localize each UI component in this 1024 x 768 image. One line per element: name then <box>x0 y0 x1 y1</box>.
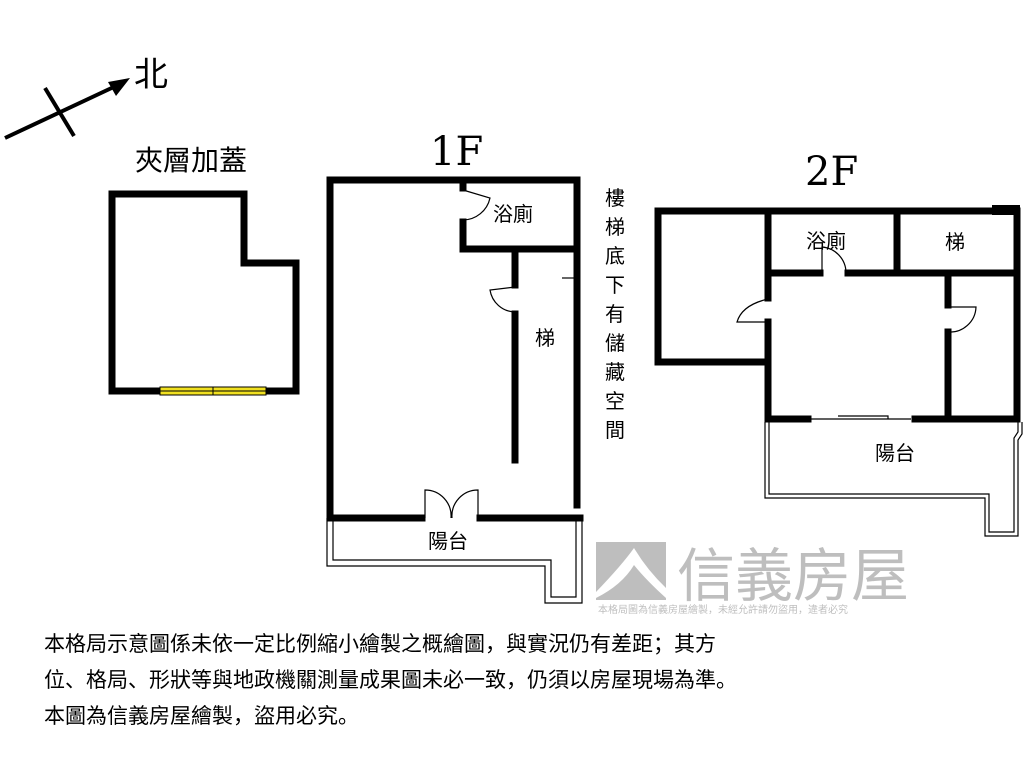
storage-note-char: 藏 <box>605 360 625 384</box>
floor1-balcony-label: 陽台 <box>428 529 468 553</box>
disclaimer: 本格局示意圖係未依一定比例縮小繪製之概繪圖，與實況仍有差距；其方 位、格局、形狀… <box>44 626 1004 734</box>
floor2-plan: 2F 浴廁 梯 陽台 <box>654 149 1023 537</box>
storage-note-char: 樓 <box>605 186 625 210</box>
floor1-stair-label: 梯 <box>535 326 555 350</box>
storage-note-char: 空 <box>605 389 625 413</box>
floor2-bath-label: 浴廁 <box>806 229 846 253</box>
storage-note-char: 下 <box>605 273 625 297</box>
watermark-brand: 信義房屋 <box>677 542 909 610</box>
floor2-title: 2F <box>805 149 858 195</box>
north-label: 北 <box>134 55 168 95</box>
north-arrow-icon <box>108 78 130 96</box>
storage-note-char: 底 <box>605 244 625 268</box>
disclaimer-line: 本格局示意圖係未依一定比例縮小繪製之概繪圖，與實況仍有差距；其方 <box>44 632 716 656</box>
storage-note-char: 梯 <box>605 215 625 239</box>
disclaimer-line: 位、格局、形狀等與地政機關測量成果圖未必一致，仍須以房屋現場為準。 <box>44 668 737 692</box>
storage-note-char: 有 <box>605 302 625 326</box>
disclaimer-line: 本圖為信義房屋繪製，盜用必究。 <box>44 704 359 728</box>
mezzanine-plan: 夾層加蓋 <box>108 144 300 396</box>
floor1-title: 1F <box>430 129 483 175</box>
storage-note-char: 儲 <box>605 331 625 355</box>
storage-note-char: 間 <box>605 418 625 442</box>
watermark-notice: 本格局圖為信義房屋繪製，未經允許請勿盜用，違者必究 <box>598 603 848 616</box>
floor1-bath-label: 浴廁 <box>493 202 533 226</box>
floor2-balcony-label: 陽台 <box>875 441 915 465</box>
storage-note: 樓 梯 底 下 有 儲 藏 空 間 <box>605 186 625 442</box>
mezzanine-title: 夾層加蓋 <box>135 144 247 177</box>
watermark: 信義房屋 本格局圖為信義房屋繪製，未經允許請勿盜用，違者必究 <box>596 542 909 616</box>
compass: 北 <box>4 55 168 140</box>
floor2-stair-label: 梯 <box>945 230 965 254</box>
floor1-plan: 1F 浴廁 梯 陽台 樓 梯 底 下 有 儲 藏 空 間 <box>326 129 625 604</box>
